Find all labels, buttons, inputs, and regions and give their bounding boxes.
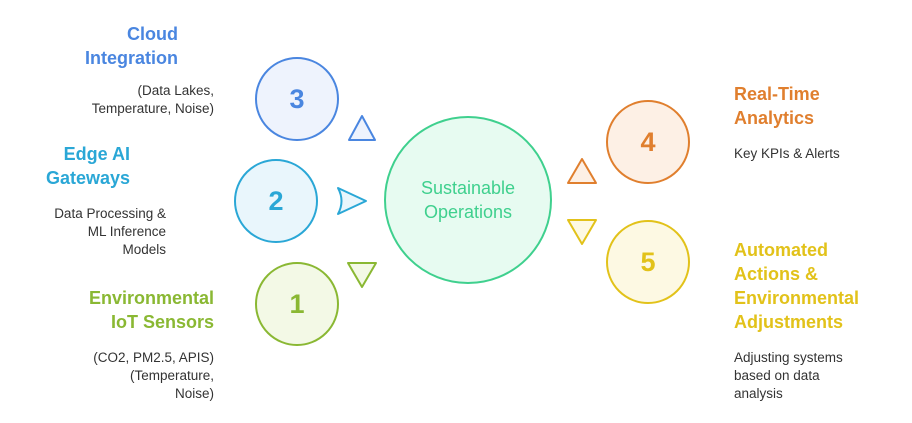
- node-5-title: Automated Actions & Environmental Adjust…: [734, 238, 859, 334]
- node-3-desc-line1: (Data Lakes,: [137, 83, 214, 98]
- node-4-description: Key KPIs & Alerts: [734, 145, 840, 163]
- node-4-circle: 4: [606, 100, 690, 184]
- node-3-circle: 3: [255, 57, 339, 141]
- node-5-title-line3: Environmental: [734, 288, 860, 308]
- center-label-line2: Operations: [423, 202, 513, 222]
- center-circle: Sustainable Operations: [384, 116, 552, 284]
- center-label: Sustainable Operations: [421, 176, 515, 224]
- node-3-desc-line2: Temperature, Noise): [91, 101, 214, 116]
- node-2-number: 2: [268, 185, 284, 216]
- triangle-up-orange-icon: [567, 158, 597, 184]
- node-2-title: Edge AI Gateways: [46, 142, 130, 190]
- node-2-circle: 2: [234, 159, 318, 243]
- node-1-title: Environmental IoT Sensors: [89, 286, 214, 334]
- node-1-description: (CO2, PM2.5, APIS) (Temperature, Noise): [93, 349, 214, 403]
- node-4-title: Real-Time Analytics: [734, 82, 820, 130]
- node-1-title-line2: IoT Sensors: [110, 312, 214, 332]
- node-4-title-line1: Real-Time: [734, 84, 820, 104]
- node-1-desc-line2: (Temperature,: [129, 368, 214, 383]
- node-5-desc-line3: analysis: [734, 386, 783, 401]
- node-2-desc-line1: Data Processing &: [54, 206, 166, 221]
- triangle-down-yellow-icon: [567, 219, 597, 245]
- node-1-desc-line1: (CO2, PM2.5, APIS): [93, 350, 214, 365]
- node-5-title-line1: Automated: [734, 240, 828, 260]
- node-1-title-line1: Environmental: [88, 288, 214, 308]
- triangle-right-cyan-icon: [337, 187, 367, 215]
- node-1-desc-line3: Noise): [174, 386, 214, 401]
- triangle-up-blue-icon: [348, 115, 376, 141]
- node-4-title-line2: Analytics: [734, 108, 815, 128]
- triangle-down-green-icon: [347, 262, 377, 288]
- node-3-number: 3: [289, 83, 305, 114]
- node-5-title-line2: Actions &: [734, 264, 819, 284]
- node-2-title-line1: Edge AI: [63, 144, 130, 164]
- node-5-circle: 5: [606, 220, 690, 304]
- node-5-description: Adjusting systems based on data analysis: [734, 349, 843, 403]
- node-5-desc-line1: Adjusting systems: [734, 350, 843, 365]
- node-2-description: Data Processing & ML Inference Models: [54, 205, 166, 259]
- node-3-title-line1: Cloud: [127, 24, 178, 44]
- node-2-desc-line3: Models: [122, 242, 166, 257]
- node-2-title-line2: Gateways: [45, 168, 130, 188]
- node-3-title: Cloud Integration: [85, 22, 178, 70]
- node-3-title-line2: Integration: [85, 48, 178, 68]
- node-5-number: 5: [640, 246, 656, 277]
- node-2-desc-line2: ML Inference: [87, 224, 166, 239]
- node-4-number: 4: [640, 126, 656, 157]
- node-1-number: 1: [289, 288, 305, 319]
- center-label-line1: Sustainable: [420, 178, 516, 198]
- node-4-desc-line1: Key KPIs & Alerts: [734, 146, 840, 161]
- node-5-desc-line2: based on data: [734, 368, 820, 383]
- node-3-description: (Data Lakes, Temperature, Noise): [92, 82, 214, 118]
- node-5-title-line4: Adjustments: [734, 312, 844, 332]
- node-1-circle: 1: [255, 262, 339, 346]
